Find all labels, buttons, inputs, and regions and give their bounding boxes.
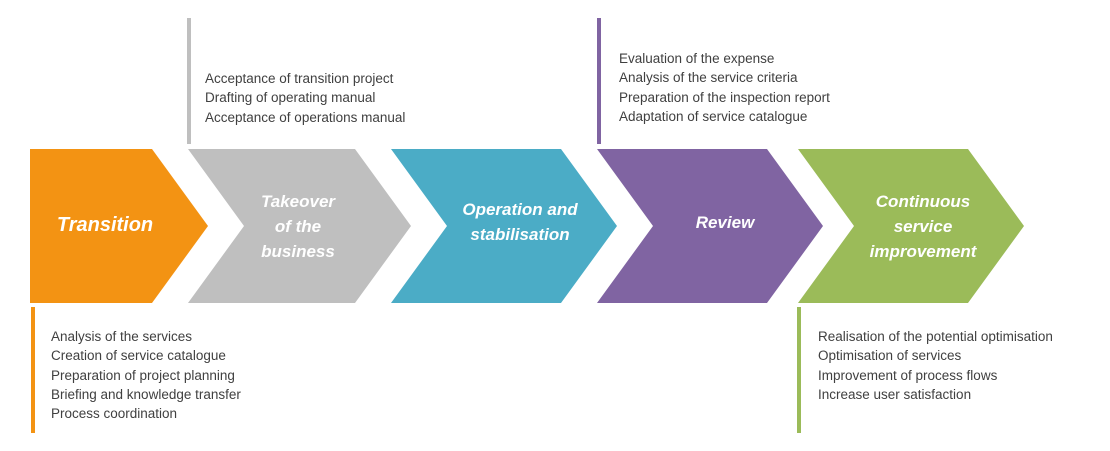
note-item: Realisation of the potential optimisatio… (818, 329, 1053, 344)
bracket-bar-transition (31, 307, 35, 433)
note-item: Process coordination (51, 406, 178, 422)
stage-label-takeover: Takeover of the business (260, 192, 336, 261)
note-item: Improvement of process flows (818, 367, 998, 383)
note-item: Preparation of the inspection report (619, 89, 830, 105)
note-item: Drafting of operating manual (205, 90, 376, 106)
notes-improvement: Realisation of the potential optimisatio… (818, 327, 1053, 404)
bracket-bar-takeover (187, 18, 191, 144)
note-item: Briefing and knowledge transfer (51, 386, 241, 402)
note-item: Acceptance of operations manual (205, 109, 406, 125)
chevron-takeover (188, 149, 411, 303)
note-item: Optimisation of services (818, 348, 962, 364)
note-item: Preparation of project planning (51, 367, 235, 383)
stage-label-operation: Operation and stabilisation (462, 200, 578, 244)
stage-label-improvement: Continuous service improvement (869, 192, 977, 261)
stage-label-transition: Transition (56, 214, 154, 236)
note-item: Creation of service catalogue (51, 348, 226, 364)
note-item: Acceptance of transition project (205, 71, 394, 86)
note-item: Evaluation of the expense (619, 51, 775, 66)
note-item: Adaptation of service catalogue (619, 108, 808, 124)
note-item: Analysis of the service criteria (619, 70, 798, 86)
note-item: Analysis of the services (51, 329, 193, 344)
stage-label-review: Review (695, 213, 755, 232)
bracket-bar-review (597, 18, 601, 144)
chevron-operation (391, 149, 617, 303)
chevron-review (597, 149, 823, 303)
chevron-improvement (798, 149, 1024, 303)
chevron-transition (30, 149, 208, 303)
note-item: Increase user satisfaction (818, 386, 972, 402)
bracket-bar-improvement (797, 307, 801, 433)
